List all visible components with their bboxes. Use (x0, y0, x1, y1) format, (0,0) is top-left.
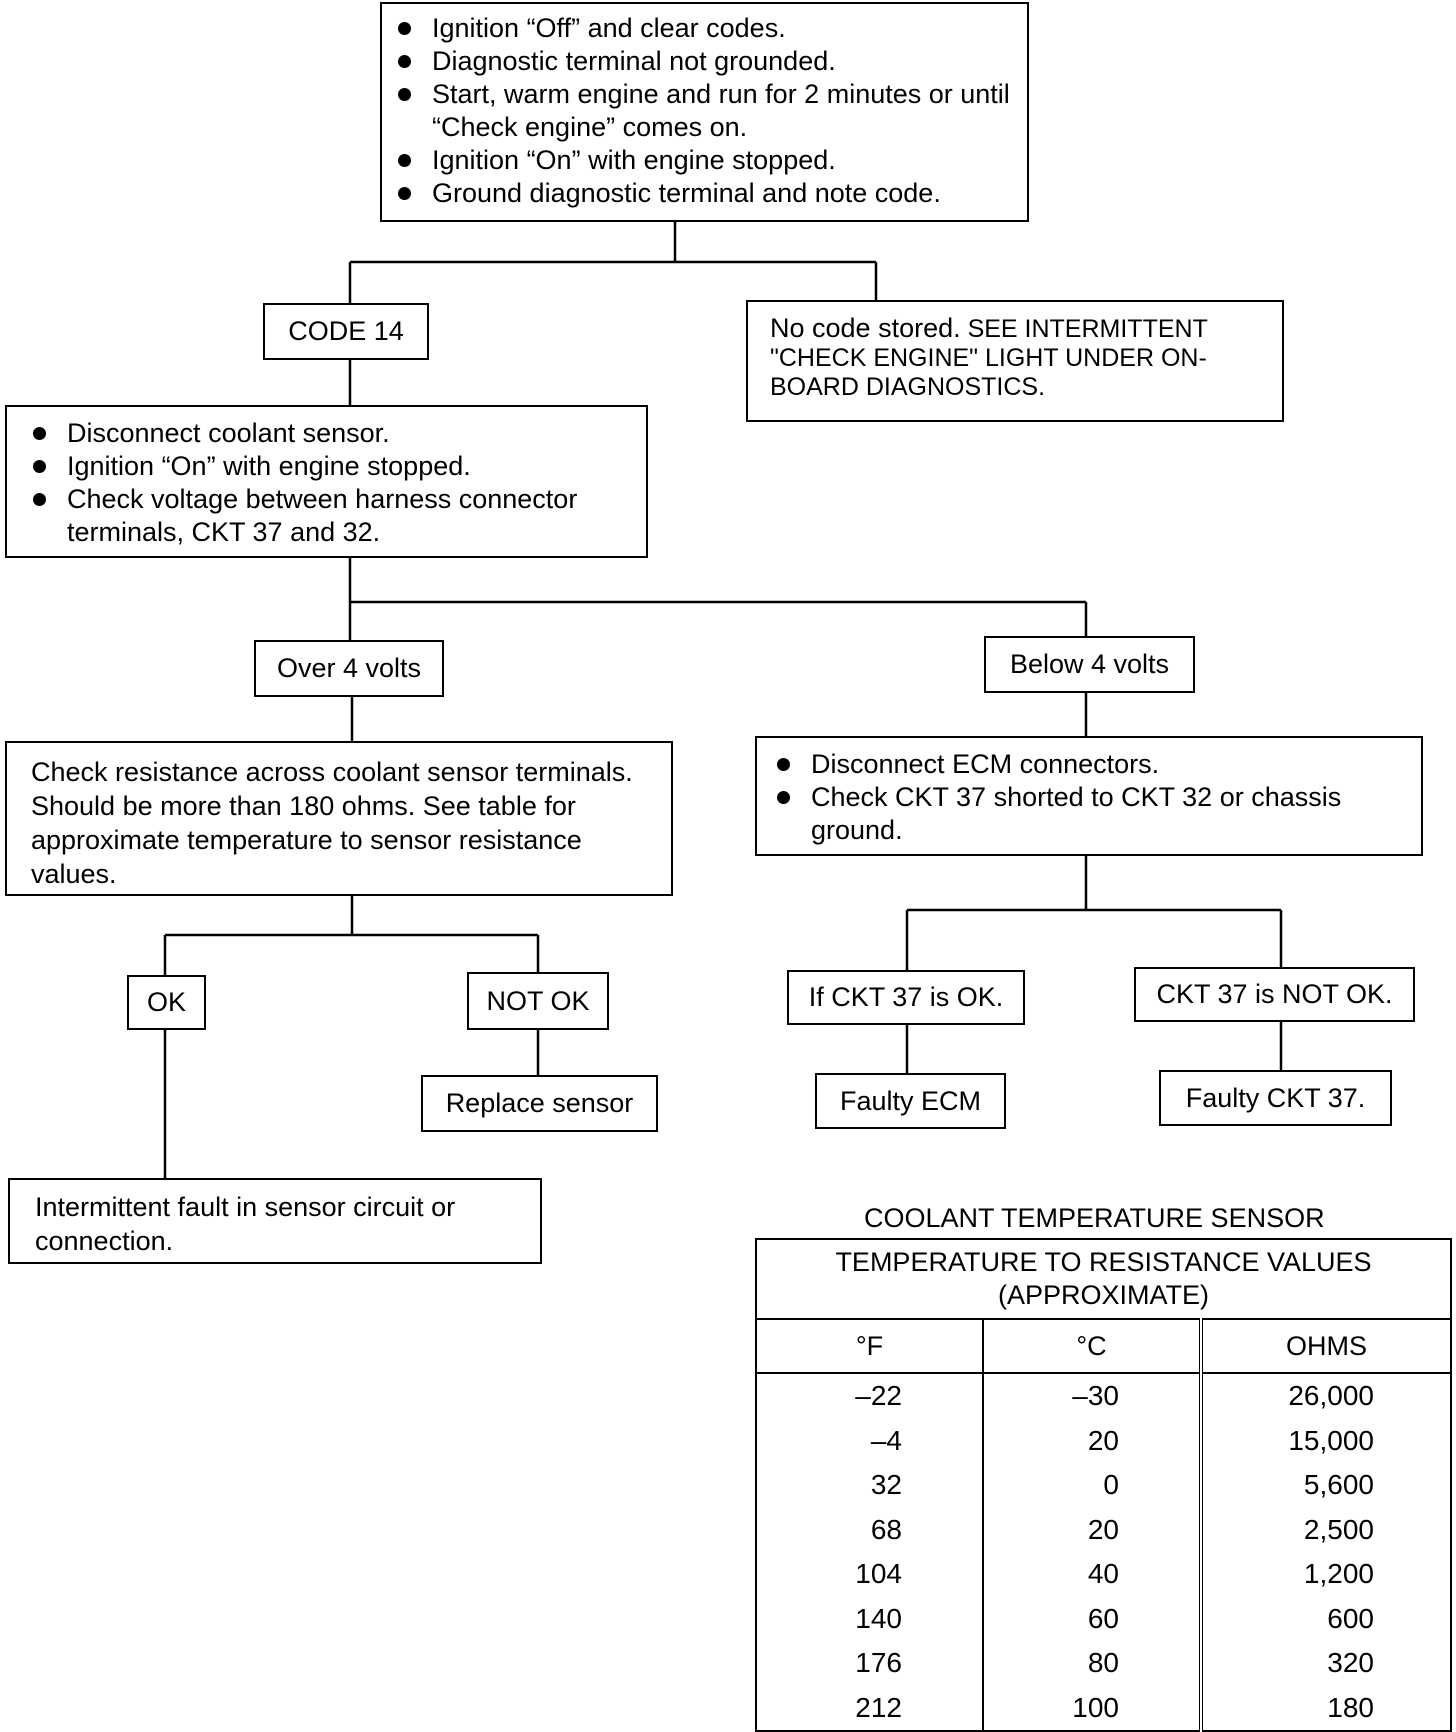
below-4-volts-label: Below 4 volts (1009, 649, 1170, 679)
table-title: COOLANT TEMPERATURE SENSOR (864, 1203, 1325, 1233)
over-4-volts-label: Over 4 volts (276, 653, 422, 683)
check-voltage-step: Disconnect coolant sensor. (27, 417, 638, 450)
ecm-check-list: Disconnect ECM connectors. Check CKT 37 … (771, 748, 1409, 847)
cell-ohms: 2,500 (1199, 1507, 1451, 1552)
no-code-text: SEE INTERMITTENT "CHECK ENGINE" LIGHT UN… (770, 315, 1208, 401)
cell-ohms: 1,200 (1199, 1552, 1451, 1597)
cell-c: 0 (982, 1463, 1201, 1508)
code-14-box: CODE 14 (263, 303, 429, 360)
cell-ohms: 320 (1199, 1641, 1451, 1686)
cell-ohms: 15,000 (1199, 1418, 1451, 1463)
cell-f: –4 (870, 1424, 902, 1456)
no-code-lead: No code stored. (770, 313, 961, 343)
cell-c: 100 (982, 1685, 1201, 1731)
start-steps-list: Ignition “Off” and clear codes. Diagnost… (392, 12, 1017, 210)
intermittent-box: Intermittent fault in sensor circuit or … (8, 1178, 542, 1264)
start-step: Start, warm engine and run for 2 minutes… (392, 78, 1017, 144)
table-row: –4 20 15,000 (756, 1418, 1451, 1463)
cell-ohms: 180 (1199, 1685, 1451, 1731)
check-voltage-box: Disconnect coolant sensor. Ignition “On”… (5, 405, 648, 558)
cell-f: 176 (855, 1647, 902, 1679)
table-header-line2: (APPROXIMATE) (997, 1280, 1210, 1310)
ckt-not-ok-label: CKT 37 is NOT OK. (1156, 979, 1393, 1009)
table-header-line1: TEMPERATURE TO RESISTANCE VALUES (835, 1247, 1372, 1277)
column-header-c: °C (982, 1319, 1201, 1374)
cell-c: 80 (982, 1641, 1201, 1686)
table-row: 68 20 2,500 (756, 1507, 1451, 1552)
table-row: 140 60 600 (756, 1596, 1451, 1641)
cell-c: 40 (982, 1552, 1201, 1597)
replace-sensor-label: Replace sensor (445, 1088, 634, 1118)
over-4-volts-box: Over 4 volts (254, 640, 444, 697)
column-header-f: °F (756, 1319, 983, 1374)
ecm-check-step: Check CKT 37 shorted to CKT 32 or chassi… (771, 781, 1409, 847)
column-header-ohms: OHMS (1199, 1319, 1451, 1374)
no-code-box: No code stored. SEE INTERMITTENT "CHECK … (746, 300, 1284, 422)
cell-ohms: 5,600 (1199, 1463, 1451, 1508)
ecm-check-box: Disconnect ECM connectors. Check CKT 37 … (755, 736, 1423, 856)
resistance-table: TEMPERATURE TO RESISTANCE VALUES (APPROX… (755, 1238, 1452, 1732)
cell-f: 32 (870, 1469, 902, 1501)
ok-label: OK (146, 987, 186, 1017)
ckt-not-ok-box: CKT 37 is NOT OK. (1134, 967, 1415, 1022)
cell-c: –30 (982, 1373, 1201, 1419)
cell-c: 20 (982, 1507, 1201, 1552)
ckt-ok-box: If CKT 37 is OK. (787, 970, 1025, 1025)
check-voltage-step: Ignition “On” with engine stopped. (27, 450, 638, 483)
table-row: 32 0 5,600 (756, 1463, 1451, 1508)
cell-c: 60 (982, 1596, 1201, 1641)
not-ok-label: NOT OK (486, 985, 590, 1016)
cell-f: 140 (855, 1602, 902, 1634)
faulty-ecm-box: Faulty ECM (815, 1073, 1006, 1129)
faulty-ecm-label: Faulty ECM (839, 1085, 982, 1116)
check-resistance-box: Check resistance across coolant sensor t… (5, 741, 673, 896)
cell-ohms: 26,000 (1199, 1373, 1451, 1419)
check-voltage-list: Disconnect coolant sensor. Ignition “On”… (27, 417, 638, 549)
check-voltage-step: Check voltage between harness connector … (27, 483, 638, 549)
table-row: 176 80 320 (756, 1641, 1451, 1686)
table-row: 104 40 1,200 (756, 1552, 1451, 1597)
cell-ohms: 600 (1199, 1596, 1451, 1641)
check-resistance-text: Check resistance across coolant sensor t… (31, 757, 633, 889)
start-step: Ignition “Off” and clear codes. (392, 12, 1017, 45)
table-header: TEMPERATURE TO RESISTANCE VALUES (APPROX… (756, 1239, 1451, 1320)
replace-sensor-box: Replace sensor (421, 1075, 658, 1132)
code-14-label: CODE 14 (288, 316, 404, 346)
cell-f: 68 (870, 1513, 902, 1545)
below-4-volts-box: Below 4 volts (984, 636, 1195, 693)
not-ok-box: NOT OK (467, 972, 609, 1030)
cell-c: 20 (982, 1418, 1201, 1463)
faulty-ckt-box: Faulty CKT 37. (1159, 1070, 1392, 1126)
start-step: Ignition “On” with engine stopped. (392, 144, 1017, 177)
cell-f: 212 (855, 1691, 902, 1723)
table-row: –22 –30 26,000 (756, 1373, 1451, 1419)
ok-box: OK (127, 975, 206, 1030)
intermittent-text: Intermittent fault in sensor circuit or … (35, 1192, 456, 1256)
ckt-ok-label: If CKT 37 is OK. (808, 982, 1004, 1012)
start-steps-box: Ignition “Off” and clear codes. Diagnost… (380, 2, 1029, 222)
cell-f: –22 (855, 1380, 902, 1412)
start-step: Diagnostic terminal not grounded. (392, 45, 1017, 78)
faulty-ckt-label: Faulty CKT 37. (1185, 1082, 1366, 1113)
cell-f: 104 (855, 1558, 902, 1590)
start-step: Ground diagnostic terminal and note code… (392, 177, 1017, 210)
table-row: 212 100 180 (756, 1685, 1451, 1731)
ecm-check-step: Disconnect ECM connectors. (771, 748, 1409, 781)
